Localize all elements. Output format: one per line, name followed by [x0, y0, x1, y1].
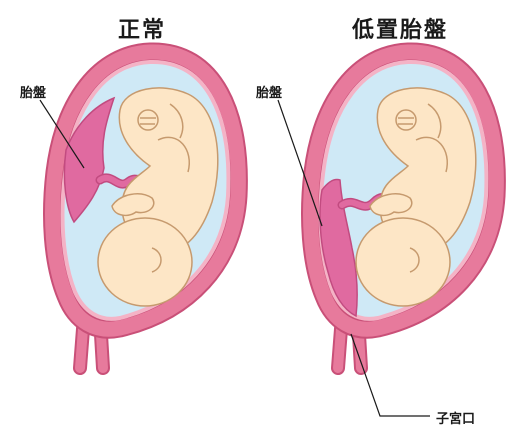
normal-fetus-head	[98, 218, 192, 306]
cervix-label: 子宮口	[436, 408, 475, 427]
low-lying-fetus-hand	[396, 110, 416, 130]
low-lying-uterus-group	[311, 52, 497, 368]
low-lying-title: 低置胎盤	[340, 12, 460, 44]
placenta-right-label: 胎盤	[256, 82, 282, 101]
normal-title: 正常	[92, 12, 192, 44]
normal-fetus-hand	[138, 110, 158, 130]
low-lying-fetus-head	[356, 218, 450, 306]
normal-uterus-group	[53, 52, 239, 368]
placenta-left-label: 胎盤	[20, 82, 46, 101]
